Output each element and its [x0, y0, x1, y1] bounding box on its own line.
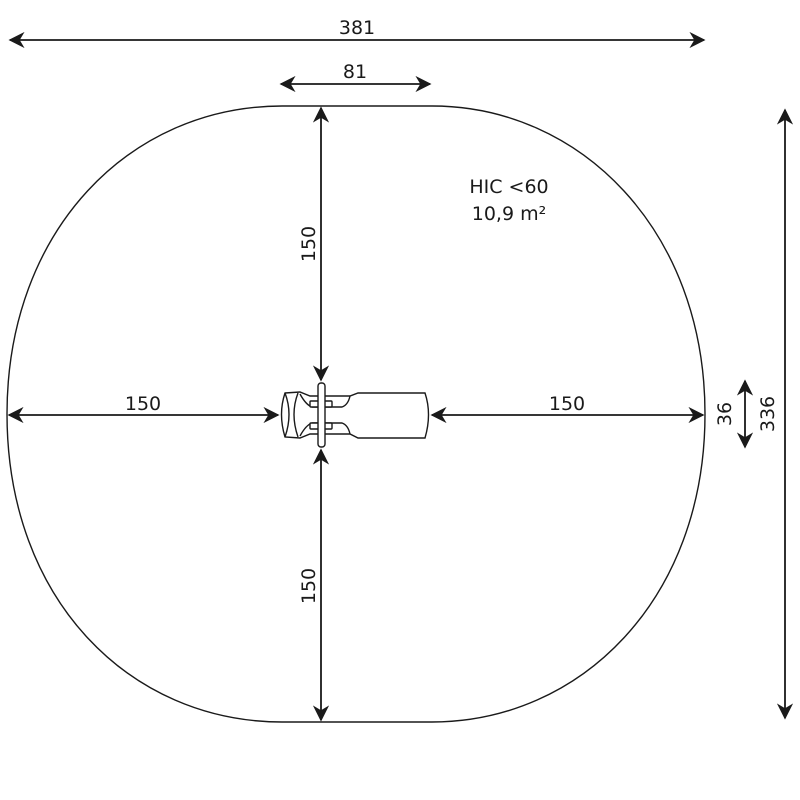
dimension-equipment-width: 36 [714, 379, 754, 449]
dimension-label: 150 [125, 393, 161, 415]
spring-rocker-seat-icon [280, 382, 430, 448]
safety-zone-outline [6, 105, 706, 723]
dimension-label: 81 [343, 61, 367, 83]
dimension-label: 150 [298, 568, 320, 604]
dimension-label: 150 [549, 393, 585, 415]
dimension-bottom-clearance: 150 [298, 448, 330, 722]
dimension-equipment-length: 81 [279, 61, 432, 93]
dimension-right-clearance: 150 [430, 393, 705, 424]
area-label: 10,9 m² [472, 203, 546, 225]
dimension-label: 36 [714, 402, 736, 426]
dimension-overall-depth: 336 [757, 108, 794, 720]
dimension-overall-width: 381 [8, 17, 706, 49]
hic-label: HIC <60 [469, 176, 548, 198]
dimension-label: 381 [339, 17, 375, 39]
dimension-label: 336 [757, 396, 779, 432]
dimension-top-clearance: 150 [298, 106, 330, 382]
dimension-left-clearance: 150 [7, 393, 280, 424]
dimension-label: 150 [298, 226, 320, 262]
